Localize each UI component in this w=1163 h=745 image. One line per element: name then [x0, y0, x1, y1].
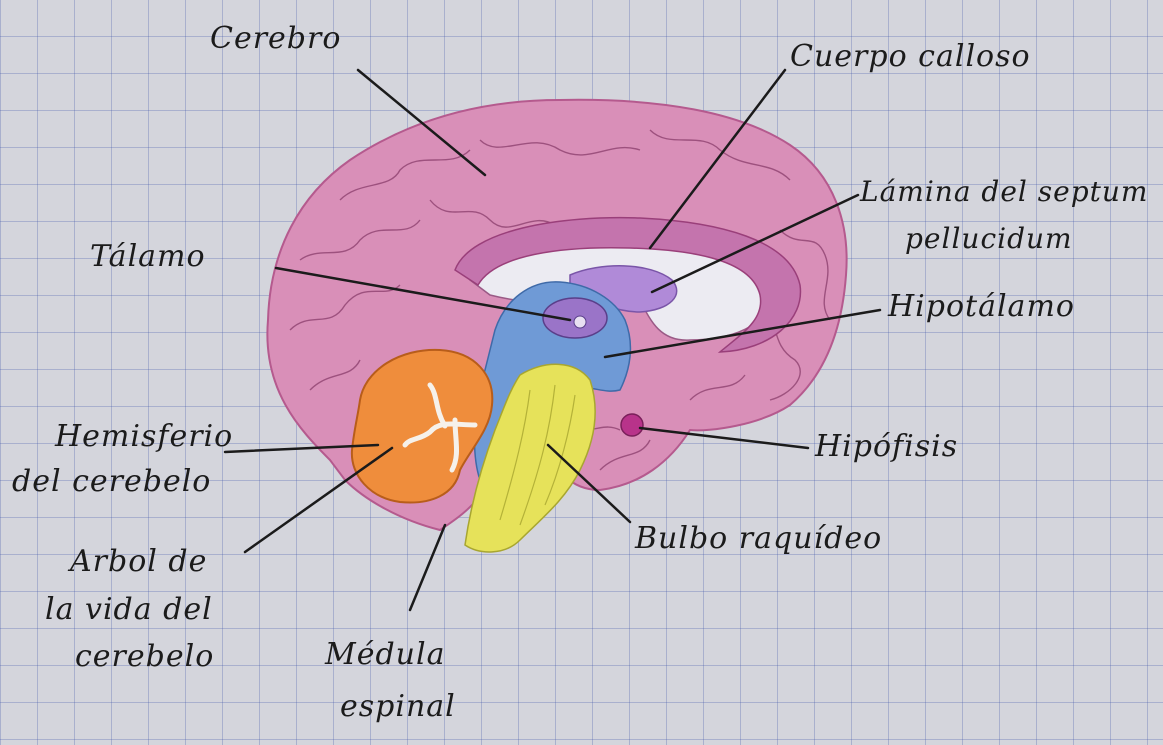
label-bulbo: Bulbo raquídeo [635, 522, 882, 556]
label-arbol-line1: Arbol de [70, 545, 207, 579]
label-hipofisis: Hipófisis [815, 430, 958, 464]
label-cuerpo-calloso: Cuerpo calloso [790, 40, 1031, 74]
thalamus-nucleus [574, 316, 586, 328]
label-arbol-line2: la vida del [45, 593, 213, 627]
label-hemisferio-line1: Hemisferio [55, 420, 233, 454]
label-lamina-line2: pellucidum [905, 222, 1073, 256]
label-cerebro: Cerebro [210, 22, 341, 56]
pituitary [621, 414, 643, 436]
label-talamo: Tálamo [90, 240, 206, 274]
label-hipotalamo: Hipotálamo [888, 290, 1075, 324]
label-medula-line2: espinal [340, 690, 456, 724]
label-lamina-line1: Lámina del septum [860, 175, 1148, 209]
label-hemisferio-line2: del cerebelo [12, 465, 211, 499]
label-arbol-line3: cerebelo [75, 640, 214, 674]
label-medula-line1: Médula [325, 638, 445, 672]
leader-medula [410, 525, 445, 610]
